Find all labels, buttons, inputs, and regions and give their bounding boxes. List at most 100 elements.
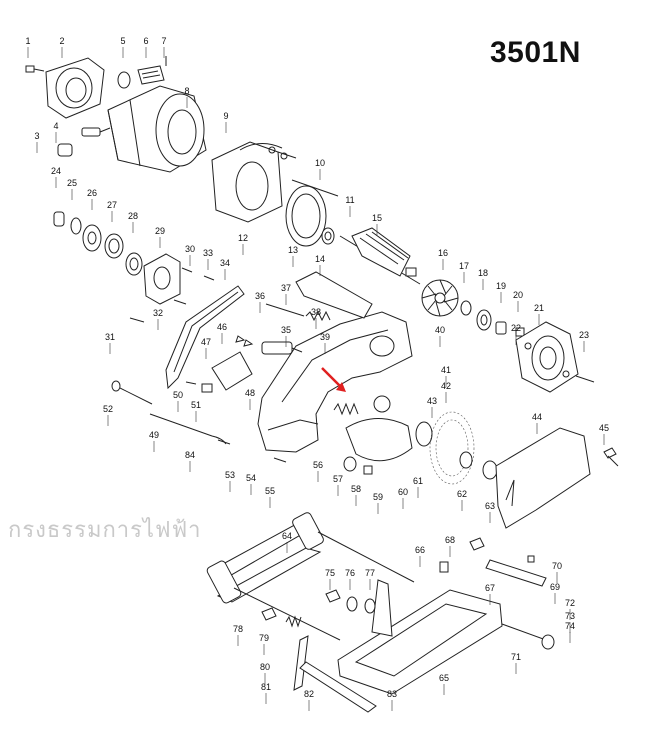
part-number-22: 22	[511, 323, 521, 333]
gear-housing-drawing	[515, 321, 579, 393]
part-number-66: 66	[415, 545, 425, 555]
part-number-50: 50	[173, 390, 183, 400]
guide-bar-drawing	[299, 661, 377, 713]
part-number-32: 32	[153, 308, 163, 318]
part-number-7: 7	[161, 36, 166, 46]
part-number-53: 53	[225, 470, 235, 480]
part-number-14: 14	[315, 254, 325, 264]
collar-57-drawing	[343, 456, 357, 472]
part-number-82: 82	[304, 689, 314, 699]
retaining-ring-drawing	[415, 421, 433, 447]
part-number-61: 61	[413, 476, 423, 486]
rip-fence-frame-drawing	[206, 512, 415, 641]
needle-bearing-20-drawing	[515, 327, 525, 337]
screw-70-drawing	[527, 555, 535, 563]
part-number-49: 49	[149, 430, 159, 440]
wing-bolt-45-drawing	[603, 447, 619, 467]
part-number-39: 39	[320, 332, 330, 342]
part-number-33: 33	[203, 248, 213, 258]
screw-1-drawing	[25, 65, 45, 73]
flange-63-drawing	[459, 451, 498, 480]
wing-nut-75-drawing	[325, 589, 341, 603]
part-number-42: 42	[441, 381, 451, 391]
part-number-52: 52	[103, 404, 113, 414]
part-number-70: 70	[552, 561, 562, 571]
nut-58-drawing	[363, 465, 373, 475]
part-number-34: 34	[220, 258, 230, 268]
part-number-20: 20	[513, 290, 523, 300]
part-number-21: 21	[534, 303, 544, 313]
part-number-15: 15	[372, 213, 382, 223]
rod-49-drawing	[149, 413, 227, 445]
part-number-83: 83	[387, 689, 397, 699]
part-number-3: 3	[34, 131, 39, 141]
bearing-14-drawing	[321, 227, 335, 245]
part-number-35: 35	[281, 325, 291, 335]
part-number-74: 74	[565, 621, 575, 631]
part-number-11: 11	[345, 195, 354, 205]
part-number-40: 40	[435, 325, 445, 335]
part-number-51: 51	[191, 400, 201, 410]
part-number-23: 23	[579, 330, 589, 340]
motor-housing-drawing	[107, 85, 207, 173]
part-number-59: 59	[373, 492, 383, 502]
part-number-58: 58	[351, 484, 361, 494]
field-coil-drawing	[211, 141, 297, 223]
part-number-31: 31	[105, 332, 115, 342]
part-number-47: 47	[201, 337, 211, 347]
spring-pin-66-drawing	[439, 561, 449, 573]
scale-69-drawing	[485, 559, 547, 587]
part-number-29: 29	[155, 226, 165, 236]
part-number-65: 65	[439, 673, 449, 683]
part-number-8: 8	[184, 86, 189, 96]
washer-17-drawing	[460, 300, 472, 316]
wing-nut-78-drawing	[261, 607, 277, 621]
part-number-54: 54	[246, 473, 256, 483]
part-number-62: 62	[457, 489, 467, 499]
part-number-48: 48	[245, 388, 255, 398]
shaft-37-drawing	[265, 303, 305, 317]
part-number-6: 6	[143, 36, 148, 46]
washer-25-drawing	[70, 217, 82, 235]
part-number-27: 27	[107, 200, 117, 210]
rod-71-drawing	[501, 623, 547, 641]
bearing-27-drawing	[104, 233, 124, 259]
part-number-67: 67	[485, 583, 495, 593]
part-number-1: 1	[25, 36, 30, 46]
part-number-57: 57	[333, 474, 343, 484]
bearing-19-drawing	[495, 321, 507, 335]
bearing-box-29-drawing	[143, 253, 181, 305]
wing-nut-68-drawing	[469, 537, 485, 551]
part-number-81: 81	[261, 682, 271, 692]
part-number-4: 4	[53, 121, 58, 131]
spring-38-drawing	[305, 310, 331, 322]
part-number-28: 28	[128, 211, 138, 221]
part-number-64: 64	[282, 531, 292, 541]
part-number-56: 56	[313, 460, 323, 470]
gear-26-drawing	[82, 224, 102, 252]
part-number-46: 46	[217, 322, 227, 332]
brush-cap-drawing	[57, 127, 111, 157]
part-number-41: 41	[441, 365, 451, 375]
name-plate-drawing	[117, 56, 167, 89]
leader-lines	[27, 47, 605, 711]
part-number-18: 18	[478, 268, 488, 278]
spring-56-drawing	[333, 402, 359, 416]
part-number-72: 72	[565, 598, 575, 608]
ruler-drawing	[293, 635, 309, 691]
part-number-69: 69	[550, 582, 560, 592]
red-arrow-indicator	[321, 367, 346, 392]
part-number-37: 37	[281, 283, 291, 293]
part-number-16: 16	[438, 248, 448, 258]
part-number-45: 45	[599, 423, 609, 433]
washer-76-drawing	[346, 596, 358, 612]
part-number-17: 17	[459, 261, 469, 271]
washer-77-drawing	[364, 598, 376, 614]
handle-grip-drawing	[165, 285, 245, 390]
switch-drawing	[201, 335, 254, 393]
spindle-35-drawing	[261, 341, 303, 355]
model-number: 3501N	[490, 36, 581, 69]
ring-28-drawing	[125, 252, 143, 276]
